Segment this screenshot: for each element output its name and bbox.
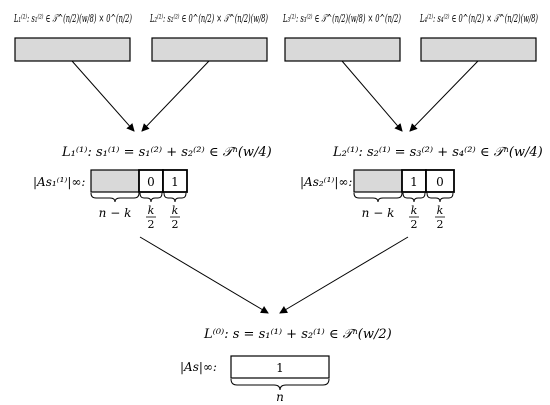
top-list-box-1 <box>14 37 131 62</box>
arrow-top3-to-mid2 <box>341 60 403 132</box>
bottom-list-cell-value: 1 <box>276 361 284 375</box>
middle-right-brace-label-1: n − k <box>362 206 395 220</box>
arrow-mid1-to-bottom <box>139 236 269 314</box>
middle-list-norm-label-1: |As₁⁽¹⁾|∞: <box>33 175 85 189</box>
brace-k2-left-2 <box>163 192 187 203</box>
svg-text:2: 2 <box>437 218 444 231</box>
svg-text:2: 2 <box>148 218 155 231</box>
brace-n-minus-k-left <box>90 192 140 203</box>
top-list-box-2 <box>151 37 268 62</box>
svg-text:2: 2 <box>172 218 179 231</box>
middle-right-gray-part <box>353 169 403 193</box>
top-list-box-4 <box>420 37 537 62</box>
svg-text:k: k <box>437 204 444 217</box>
middle-left-cell-2 <box>162 169 188 193</box>
middle-right-cell-1-value: 1 <box>410 175 418 189</box>
top-list-label-2: L₂⁽²⁾: s₂⁽²⁾ ∈ 0^(n/2) × 𝒯^(n/2)(w/8) <box>149 12 268 25</box>
brace-n-minus-k-right <box>353 192 403 203</box>
middle-right-brace-label-3: k 2 <box>435 204 445 231</box>
middle-list-label-2: L₂⁽¹⁾: s₂⁽¹⁾ = s₃⁽²⁾ + s₄⁽²⁾ ∈ 𝒯ⁿ(w/4) <box>332 145 543 160</box>
top-list-label-4: L₄⁽²⁾: s₄⁽²⁾ ∈ 0^(n/2) × 𝒯^(n/2)(w/8) <box>419 12 538 25</box>
bottom-brace-label: n <box>276 390 284 404</box>
middle-list-norm-label-2: |As₂⁽¹⁾|∞: <box>300 175 352 189</box>
middle-left-brace-label-1: n − k <box>99 206 132 220</box>
arrow-top2-to-mid1 <box>141 60 210 132</box>
brace-n-bottom <box>230 378 330 391</box>
brace-k2-right-1 <box>402 192 426 203</box>
arrow-top4-to-mid2 <box>409 60 479 132</box>
svg-text:k: k <box>172 204 179 217</box>
top-list-label-3: L₃⁽²⁾: s₃⁽²⁾ ∈ 𝒯^(n/2)(w/8) × 0^(n/2) <box>282 12 401 25</box>
middle-right-cell-2 <box>425 169 455 193</box>
middle-right-cell-2-value: 0 <box>436 175 444 189</box>
middle-left-cell-2-value: 1 <box>171 175 179 189</box>
arrow-top1-to-mid1 <box>71 60 135 132</box>
bottom-list-box <box>230 355 330 379</box>
arrow-mid2-to-bottom <box>279 236 409 314</box>
svg-text:k: k <box>148 204 155 217</box>
middle-left-brace-label-3: k 2 <box>170 204 180 231</box>
bottom-list-norm-label: |As|∞: <box>180 360 217 374</box>
middle-list-label-1: L₁⁽¹⁾: s₁⁽¹⁾ = s₁⁽²⁾ + s₂⁽²⁾ ∈ 𝒯ⁿ(w/4) <box>61 145 272 160</box>
svg-text:k: k <box>411 204 418 217</box>
svg-text:2: 2 <box>411 218 418 231</box>
brace-k2-left-1 <box>139 192 163 203</box>
middle-left-cell-1-value: 0 <box>147 175 155 189</box>
top-list-label-1: L₁⁽²⁾: s₁⁽²⁾ ∈ 𝒯^(n/2)(w/8) × 0^(n/2) <box>13 12 132 25</box>
brace-k2-right-2 <box>426 192 454 203</box>
middle-right-brace-label-2: k 2 <box>409 204 419 231</box>
middle-left-brace-label-2: k 2 <box>146 204 156 231</box>
top-list-box-3 <box>284 37 401 62</box>
middle-left-gray-part <box>90 169 140 193</box>
bottom-list-label: L⁽⁰⁾: s = s₁⁽¹⁾ + s₂⁽¹⁾ ∈ 𝒯ⁿ(w/2) <box>203 327 392 342</box>
